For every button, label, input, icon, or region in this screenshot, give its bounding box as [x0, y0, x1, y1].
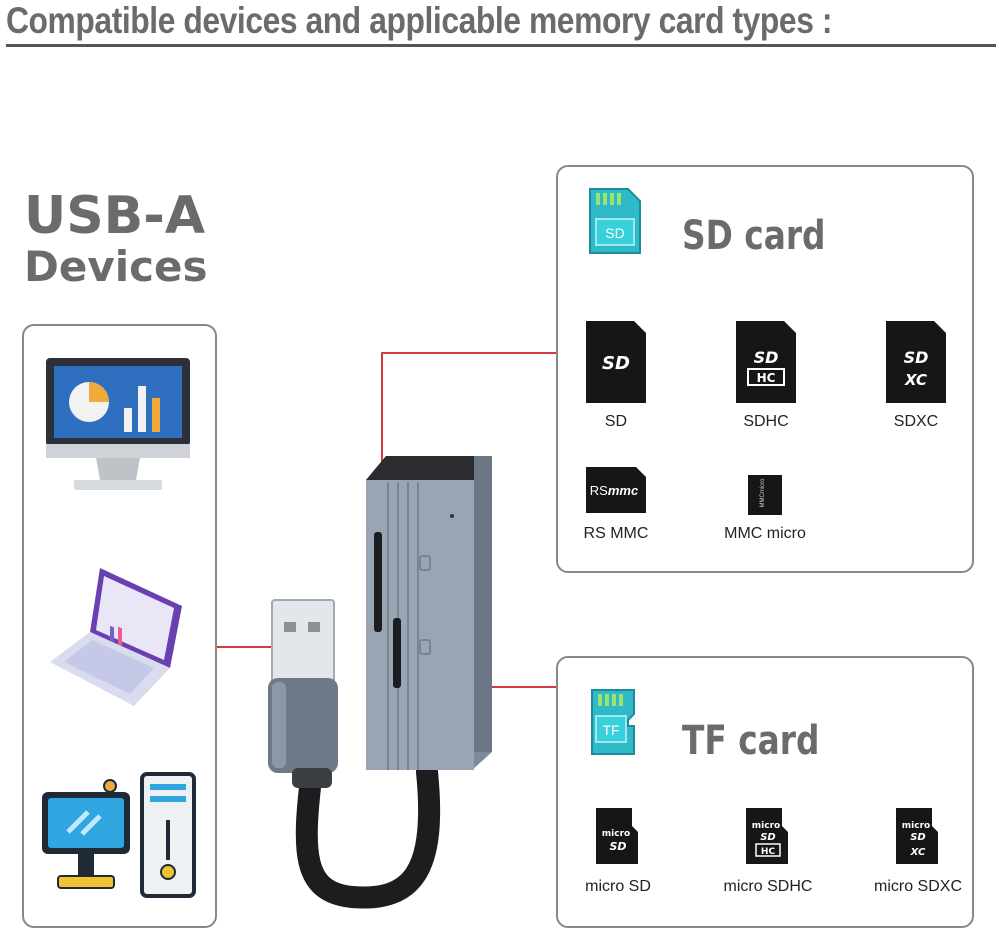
svg-text:HC: HC [761, 847, 776, 857]
micro-sdhc-label: micro SDHC [723, 878, 813, 895]
sdxc-card-image: SD XC [886, 321, 946, 403]
rs-mmc-card-image: RSmmc [586, 467, 646, 513]
devices-panel [22, 324, 217, 928]
sd-logo: SD [602, 353, 630, 374]
sd-card-title: SD card [682, 213, 826, 259]
mmc-micro-label: MMC micro [724, 525, 806, 542]
usb-heading-line2: Devices [24, 242, 208, 291]
sd-card-image: SD [586, 321, 646, 403]
laptop-icon [50, 568, 182, 706]
svg-text:micro: micro [902, 821, 930, 831]
sd-label: SD [604, 413, 628, 430]
micro-sdhc-card-image: micro SD HC [746, 808, 788, 864]
svg-text:XC: XC [904, 371, 927, 389]
tf-card-icon: TF [591, 689, 635, 755]
svg-text:XC: XC [910, 847, 926, 858]
rs-mmc-label: RS MMC [583, 525, 649, 542]
usb-heading-line1: USB-A [24, 186, 206, 246]
sd-card-icon: SD [589, 188, 641, 254]
desktop-computer-icon [42, 772, 196, 898]
tf-card-title: TF card [682, 718, 820, 764]
usb-heading: USB-A Devices [24, 190, 224, 288]
svg-text:SD: SD [760, 832, 776, 843]
sdhc-card-image: SD HC [736, 321, 796, 403]
svg-text:SD: SD [904, 348, 929, 367]
mmc-micro-card-image: MMCmicro [748, 475, 782, 515]
micro-sdxc-card-image: micro SD XC [896, 808, 938, 864]
sdhc-label: SDHC [743, 413, 789, 430]
svg-text:MMCmicro: MMCmicro [760, 478, 766, 508]
card-reader-device-icon [268, 456, 492, 909]
micro-sd-card-image: micro SD [596, 808, 638, 864]
svg-text:micro: micro [602, 829, 630, 839]
sd-card-icon-text: SD [605, 225, 624, 241]
page-title: Compatible devices and applicable memory… [6, 0, 833, 41]
title-underline [6, 44, 996, 47]
sd-slot-connector-horizontal [381, 352, 556, 354]
micro-sd-label: micro SD [585, 878, 651, 895]
device-connector-line [217, 646, 277, 648]
tf-card-icon-text: TF [602, 722, 619, 738]
micro-sdxc-label: micro SDXC [873, 878, 962, 895]
sdxc-label: SDXC [893, 413, 939, 430]
tf-card-panel: TF TF card micro SD micro SD micro SD HC… [556, 656, 974, 928]
svg-text:SD: SD [910, 832, 926, 843]
monitor-icon [46, 358, 190, 490]
svg-text:micro: micro [752, 821, 780, 831]
svg-text:SD: SD [609, 840, 626, 853]
svg-text:SD: SD [754, 348, 779, 367]
svg-text:RSmmc: RSmmc [590, 483, 639, 498]
svg-text:HC: HC [757, 371, 776, 385]
sd-slot-connector-vertical [381, 352, 383, 542]
sd-card-panel: SD SD card SD SD SD HC SDHC SD XC SDXC R… [556, 165, 974, 573]
